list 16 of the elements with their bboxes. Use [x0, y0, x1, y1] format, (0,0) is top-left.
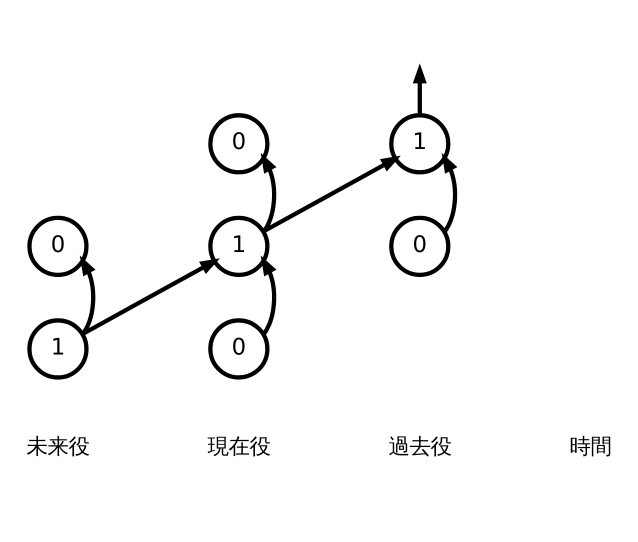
node-circle: 1: [27, 318, 89, 380]
node-circle: 0: [208, 112, 270, 174]
arrow: [442, 152, 458, 233]
label: 過去役: [388, 434, 452, 460]
arrow: [262, 155, 401, 233]
arrow: [412, 62, 427, 114]
label: 時間: [570, 434, 612, 460]
node-circle: 1: [389, 112, 450, 174]
node-circle: 0: [208, 318, 270, 380]
label: 現在役: [207, 434, 270, 460]
node-circle: 0: [389, 215, 450, 276]
node-circle: 0: [27, 215, 89, 276]
arrow: [260, 254, 276, 336]
arrow: [81, 258, 220, 336]
node-circle: 1: [208, 215, 270, 276]
label: 未来役: [26, 434, 90, 460]
